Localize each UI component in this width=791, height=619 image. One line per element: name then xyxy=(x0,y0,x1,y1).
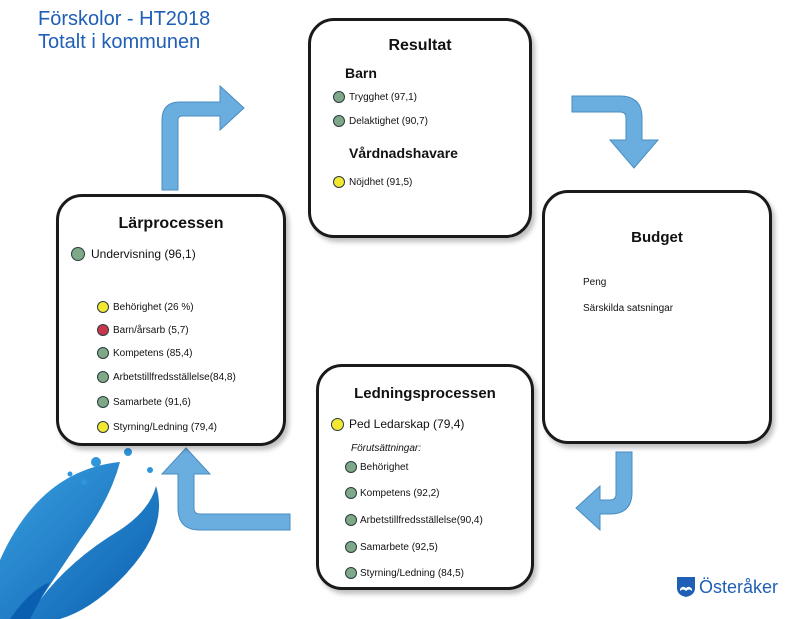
resultat-barn-heading: Barn xyxy=(345,65,377,81)
item-label: Arbetstillfredsställelse(84,8) xyxy=(113,371,236,383)
ledningsprocessen-box: Ledningsprocessen Ped Ledarskap (79,4) F… xyxy=(316,364,534,590)
status-dot-icon xyxy=(97,301,109,313)
shield-icon xyxy=(677,577,695,597)
title-line-2: Totalt i kommunen xyxy=(38,31,201,53)
larprocessen-heading: Lärprocessen xyxy=(118,215,224,232)
larprocessen-main-item: Undervisning (96,1) xyxy=(71,247,196,261)
item-label: Behörighet xyxy=(360,461,409,473)
larprocessen-item-barn-arsarb: Barn/årsarb (5,7) xyxy=(97,324,189,336)
ledning-item-behorighet: Behörighet xyxy=(345,461,408,473)
logo-text: Österåker xyxy=(699,576,779,597)
resultat-vardnad-heading: Vårdnadshavare xyxy=(349,145,458,161)
resultat-item-trygghet: Trygghet (97,1) xyxy=(333,91,417,103)
status-dot-icon xyxy=(97,396,109,408)
status-dot-icon xyxy=(97,371,109,383)
budget-line-sarskilda: Särskilda satsningar xyxy=(583,303,674,314)
resultat-item-delaktighet: Delaktighet (90,7) xyxy=(333,115,428,127)
arrow-lar-to-resultat xyxy=(161,84,245,191)
item-label: Kompetens (92,2) xyxy=(360,487,440,499)
resultat-heading: Resultat xyxy=(388,37,452,54)
ledning-main-item: Ped Ledarskap (79,4) xyxy=(331,417,464,431)
status-dot-icon xyxy=(97,324,109,336)
water-splash-graphic xyxy=(0,448,160,619)
title-line-1: Förskolor - HT2018 xyxy=(38,8,211,30)
status-dot-icon xyxy=(97,421,109,433)
larprocessen-item-kompetens: Kompetens (85,4) xyxy=(97,347,193,359)
item-label: Kompetens (85,4) xyxy=(113,347,193,359)
item-label: Barn/årsarb (5,7) xyxy=(113,324,189,336)
item-label: Behörighet (26 %) xyxy=(113,301,194,313)
ledning-item-samarbete: Samarbete (92,5) xyxy=(345,541,438,553)
status-dot-icon xyxy=(345,541,357,553)
osteraker-logo: Österåker xyxy=(676,576,778,598)
larprocessen-item-arbetstillfredsstallelse: Arbetstillfredsställelse(84,8) xyxy=(97,371,236,383)
status-dot-icon xyxy=(345,514,357,526)
item-label: Styrning/Ledning (79,4) xyxy=(113,421,217,433)
status-dot-icon xyxy=(71,247,85,261)
arrow-resultat-to-budget xyxy=(571,95,660,169)
status-dot-icon xyxy=(345,487,357,499)
larprocessen-item-samarbete: Samarbete (91,6) xyxy=(97,396,191,408)
ledningsprocessen-heading: Ledningsprocessen xyxy=(354,385,496,402)
status-dot-icon xyxy=(345,461,357,473)
item-label: Undervisning (96,1) xyxy=(91,247,196,261)
status-dot-icon xyxy=(97,347,109,359)
status-dot-icon xyxy=(333,115,345,127)
item-label: Samarbete (91,6) xyxy=(113,396,191,408)
larprocessen-item-styrning-ledning: Styrning/Ledning (79,4) xyxy=(97,421,217,433)
item-label: Delaktighet (90,7) xyxy=(349,115,428,127)
budget-heading: Budget xyxy=(631,229,683,246)
larprocessen-item-behorighet: Behörighet (26 %) xyxy=(97,301,194,313)
ledning-item-kompetens: Kompetens (92,2) xyxy=(345,487,440,499)
resultat-box: Resultat Barn Trygghet (97,1) Delaktighe… xyxy=(308,18,532,238)
item-label: Arbetstillfredsställelse(90,4) xyxy=(360,514,483,526)
ledning-item-styrning-ledning: Styrning/Ledning (84,5) xyxy=(345,567,464,579)
status-dot-icon xyxy=(331,417,344,431)
item-label: Samarbete (92,5) xyxy=(360,541,438,553)
item-label: Nöjdhet (91,5) xyxy=(349,176,413,188)
item-label: Ped Ledarskap (79,4) xyxy=(349,417,465,431)
ledning-item-arbetstillfredsstallelse: Arbetstillfredsställelse(90,4) xyxy=(345,514,483,526)
arrow-budget-to-ledning xyxy=(575,451,633,532)
status-dot-icon xyxy=(333,176,345,188)
arrow-ledning-to-lar xyxy=(160,447,291,531)
item-label: Styrning/Ledning (84,5) xyxy=(360,567,464,579)
page-title: Förskolor - HT2018 Totalt i kommunen xyxy=(38,8,210,54)
status-dot-icon xyxy=(345,567,357,579)
status-dot-icon xyxy=(333,91,345,103)
ledning-subheading: Förutsättningar: xyxy=(351,443,422,454)
item-label: Trygghet (97,1) xyxy=(349,91,417,103)
larprocessen-box: Lärprocessen Undervisning (96,1) Behörig… xyxy=(56,194,286,446)
budget-line-peng: Peng xyxy=(583,277,607,288)
budget-box: Budget Peng Särskilda satsningar xyxy=(542,190,772,444)
resultat-item-nojdhet: Nöjdhet (91,5) xyxy=(333,176,412,188)
